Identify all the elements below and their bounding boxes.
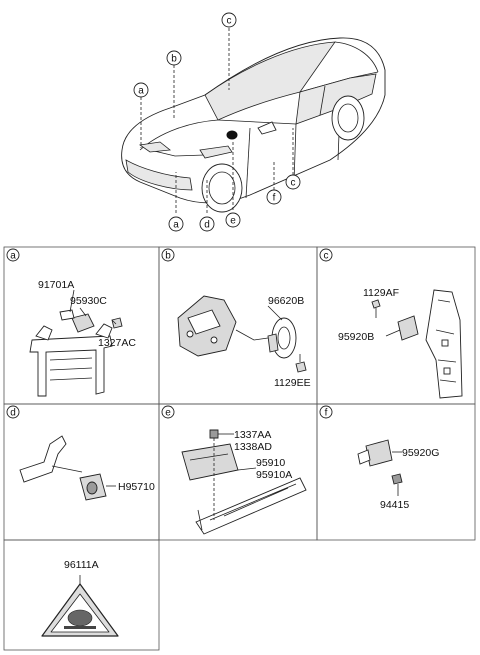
panel-a-letter: a <box>10 251 16 262</box>
car-overview: c b a c a d e f <box>121 12 386 232</box>
part-94415: 94415 <box>380 499 409 511</box>
part-1337AA: 1337AA <box>234 429 271 441</box>
part-1129AF: 1129AF <box>363 287 399 299</box>
svg-text:d: d <box>204 220 210 231</box>
panel-grid <box>3 246 476 651</box>
part-95920B: 95920B <box>338 331 374 343</box>
panel-a: a 91701A 95930C 1327AC <box>6 248 136 397</box>
panel-b-letter: b <box>165 251 171 262</box>
panel-label: 96111A <box>41 559 119 637</box>
svg-text:c: c <box>291 178 296 189</box>
callout-f: f <box>266 189 282 205</box>
panel-d-letter: d <box>10 408 16 419</box>
callout-a-top: a <box>133 82 149 98</box>
callout-c-top: c <box>221 12 237 28</box>
svg-text:c: c <box>227 16 232 27</box>
svg-text:e: e <box>230 216 236 227</box>
part-96620B: 96620B <box>268 295 304 307</box>
panel-e-letter: e <box>165 408 171 419</box>
svg-text:a: a <box>138 86 144 97</box>
callout-c-right: c <box>285 174 301 190</box>
part-1327AC: 1327AC <box>98 337 136 349</box>
panel-f-letter: f <box>325 408 328 419</box>
part-95910A: 95910A <box>256 469 292 481</box>
panel-d: d H95710 <box>6 405 155 501</box>
callout-e: e <box>225 212 241 228</box>
callout-b: b <box>166 50 182 66</box>
panel-b: b 96620B 1129EE <box>161 248 311 389</box>
panel-e: e 1337AA 1338AD 95910 95910A <box>161 405 307 535</box>
part-1338AD: 1338AD <box>234 441 272 453</box>
panel-f: f 95920G 94415 <box>319 405 439 511</box>
svg-text:b: b <box>171 54 177 65</box>
callout-d: d <box>199 216 215 232</box>
part-91701A: 91701A <box>38 279 74 291</box>
svg-text:a: a <box>173 220 179 231</box>
part-1129EE: 1129EE <box>274 377 311 389</box>
part-95910: 95910 <box>256 457 285 469</box>
part-H95710: H95710 <box>118 481 155 493</box>
part-95930C: 95930C <box>70 295 107 307</box>
callout-a-bottom: a <box>168 216 184 232</box>
svg-text:f: f <box>273 193 276 204</box>
panel-c-letter: c <box>324 251 329 262</box>
panel-c: c 1129AF 95920B <box>319 248 463 399</box>
part-95920G: 95920G <box>402 447 439 459</box>
part-96111A: 96111A <box>64 559 99 571</box>
